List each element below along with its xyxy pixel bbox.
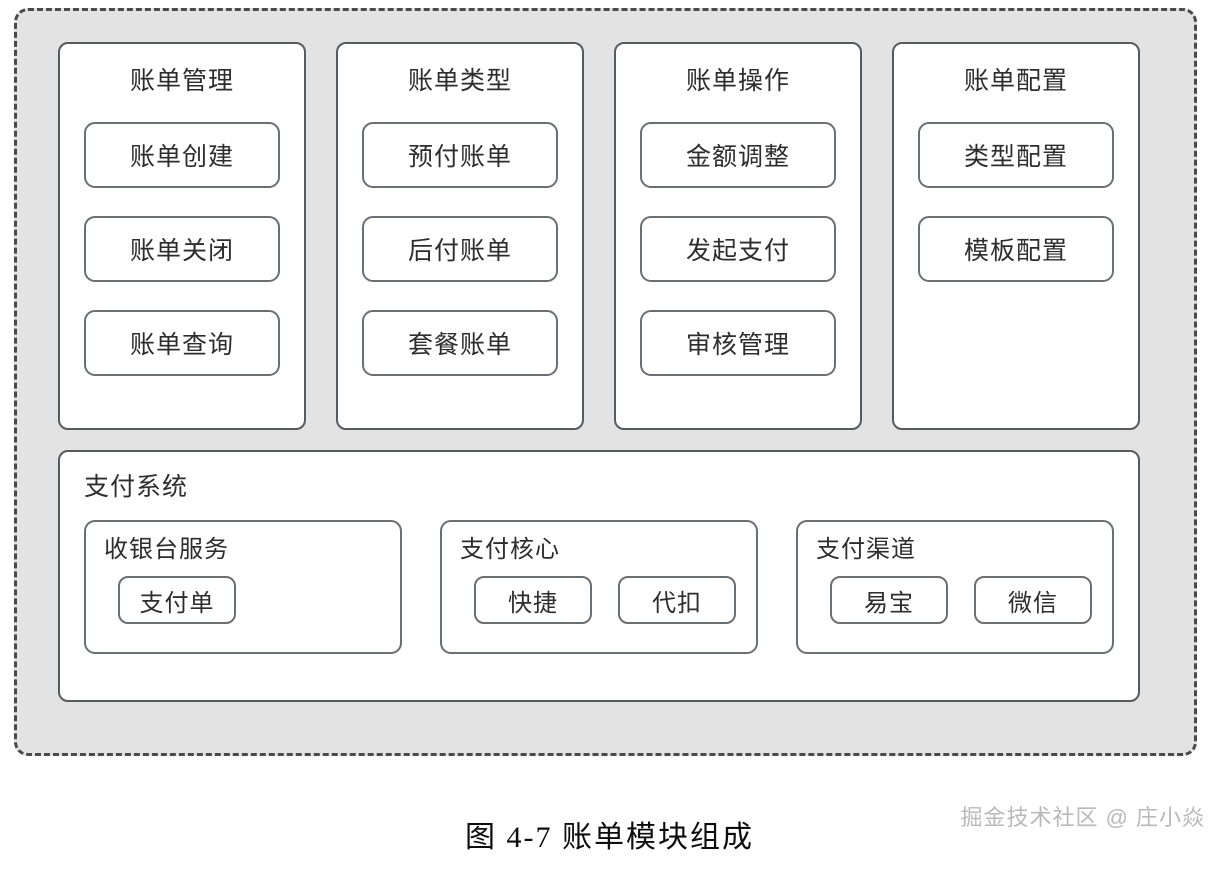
payment-system-groups: 收银台服务 支付单 支付核心 快捷 代扣 支付渠道 易宝 微信	[84, 520, 1114, 654]
module-item[interactable]: 套餐账单	[362, 310, 558, 376]
payment-system-title: 支付系统	[84, 473, 189, 501]
module-item[interactable]: 模板配置	[918, 216, 1114, 282]
module-title: 账单类型	[407, 67, 512, 95]
payment-group-items: 支付单	[104, 576, 382, 624]
payment-group-title: 收银台服务	[104, 536, 229, 563]
module-column-bill-type: 账单类型 预付账单 后付账单 套餐账单	[336, 42, 584, 430]
payment-group-core: 支付核心 快捷 代扣	[440, 520, 758, 654]
figure-caption: 图 4-7 账单模块组成	[465, 821, 754, 854]
payment-group-item[interactable]: 快捷	[474, 576, 592, 624]
payment-group-item[interactable]: 支付单	[118, 576, 236, 624]
module-column-bill-config: 账单配置 类型配置 模板配置	[892, 42, 1140, 430]
module-item[interactable]: 类型配置	[918, 122, 1114, 188]
payment-group-title: 支付渠道	[816, 536, 916, 563]
watermark-label: 掘金技术社区 @ 庄小焱	[960, 805, 1205, 830]
module-title: 账单操作	[685, 67, 790, 95]
module-item[interactable]: 发起支付	[640, 216, 836, 282]
payment-system-panel: 支付系统 收银台服务 支付单 支付核心 快捷 代扣 支付渠道 易宝 微信	[58, 450, 1140, 702]
payment-group-item[interactable]: 代扣	[618, 576, 736, 624]
module-title: 账单管理	[129, 67, 234, 95]
payment-group-items: 易宝 微信	[816, 576, 1094, 624]
module-item[interactable]: 预付账单	[362, 122, 558, 188]
bill-modules-row: 账单管理 账单创建 账单关闭 账单查询 账单类型 预付账单 后付账单 套餐账单 …	[58, 42, 1140, 430]
payment-group-item[interactable]: 易宝	[830, 576, 948, 624]
payment-group-title: 支付核心	[460, 536, 560, 563]
module-item[interactable]: 审核管理	[640, 310, 836, 376]
payment-group-cashier: 收银台服务 支付单	[84, 520, 402, 654]
module-item[interactable]: 账单查询	[84, 310, 280, 376]
payment-group-channel: 支付渠道 易宝 微信	[796, 520, 1114, 654]
module-title: 账单配置	[963, 67, 1068, 95]
module-column-bill-management: 账单管理 账单创建 账单关闭 账单查询	[58, 42, 306, 430]
module-item[interactable]: 金额调整	[640, 122, 836, 188]
module-column-bill-operation: 账单操作 金额调整 发起支付 审核管理	[614, 42, 862, 430]
module-item[interactable]: 账单关闭	[84, 216, 280, 282]
module-item[interactable]: 后付账单	[362, 216, 558, 282]
module-item[interactable]: 账单创建	[84, 122, 280, 188]
payment-group-item[interactable]: 微信	[974, 576, 1092, 624]
payment-group-items: 快捷 代扣	[460, 576, 738, 624]
